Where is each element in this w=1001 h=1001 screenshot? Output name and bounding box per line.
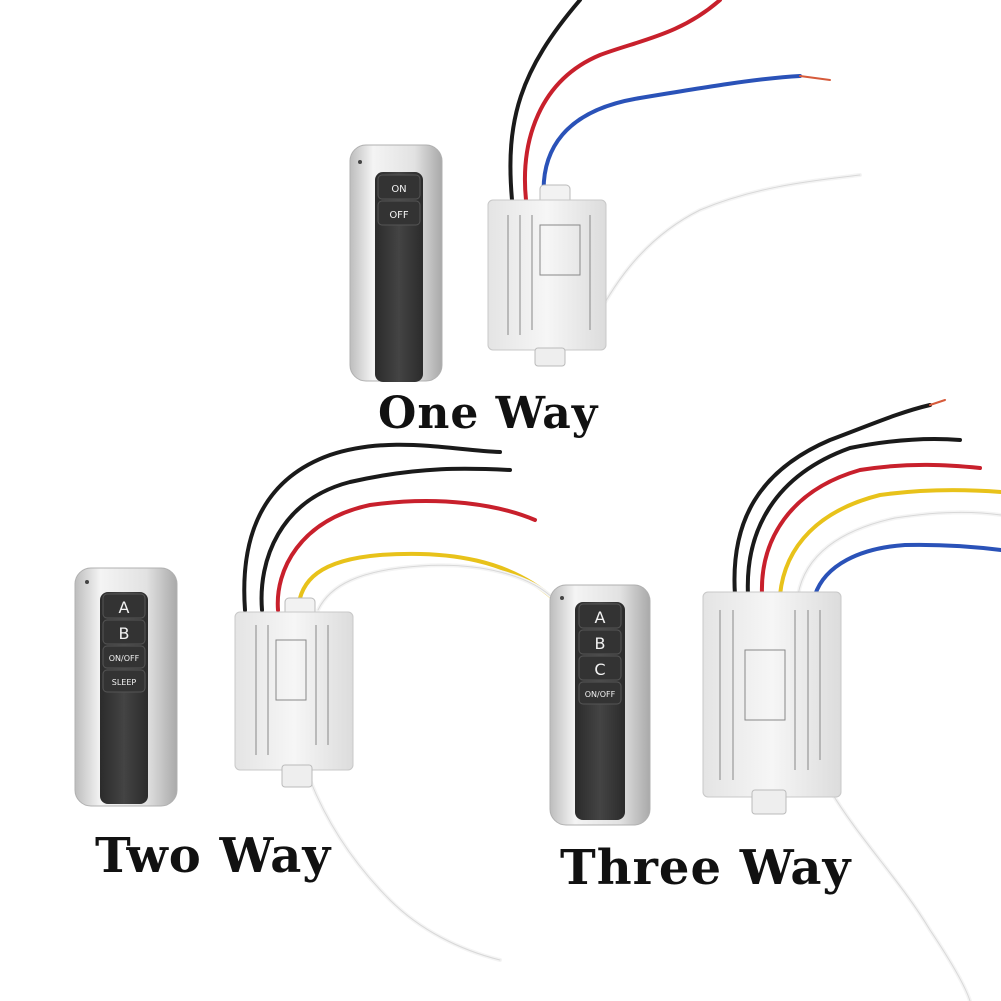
three-way-wires [732, 399, 1001, 1001]
button-b[interactable] [102, 619, 146, 645]
on-button-label: ON [391, 184, 406, 195]
on-off-button[interactable] [102, 645, 146, 669]
on-off-button-label: ON/OFF [109, 654, 140, 663]
three-way-receiver [702, 591, 842, 815]
two-way-remote: A B ON/OFF SLEEP [74, 567, 178, 807]
off-button-label: OFF [389, 210, 409, 221]
button-a-label: A [119, 598, 130, 617]
two-way-caption: Two Way [95, 828, 332, 884]
button-b-label: B [119, 624, 130, 643]
button-b[interactable] [578, 629, 622, 655]
receiver-label-print [719, 610, 821, 780]
button-a[interactable] [102, 593, 146, 619]
two-way-group: A B ON/OFF SLEEP [74, 442, 557, 962]
off-button[interactable] [377, 200, 421, 226]
one-way-wires [508, 0, 862, 332]
button-c-label: C [594, 660, 605, 679]
two-way-receiver [234, 597, 354, 788]
sleep-button-label: SLEEP [112, 678, 137, 687]
button-b-label: B [595, 634, 606, 653]
three-way-remote: A B C ON/OFF [549, 584, 651, 826]
sleep-button[interactable] [102, 669, 146, 693]
one-way-group: ON OFF [349, 0, 862, 382]
on-button[interactable] [377, 174, 421, 200]
button-c[interactable] [578, 655, 622, 681]
one-way-receiver [487, 184, 607, 367]
on-off-button[interactable] [578, 681, 622, 705]
on-off-button-label: ON/OFF [585, 690, 616, 699]
three-way-caption: Three Way [560, 840, 852, 896]
receiver-label-print [507, 215, 591, 335]
one-way-caption: One Way [378, 388, 599, 439]
three-way-group: A B C ON/OFF [549, 399, 1001, 1001]
one-way-remote: ON OFF [349, 144, 443, 382]
receiver-label-print [255, 625, 329, 755]
button-a-label: A [595, 608, 606, 627]
button-a[interactable] [578, 603, 622, 629]
two-way-wires [242, 442, 557, 962]
